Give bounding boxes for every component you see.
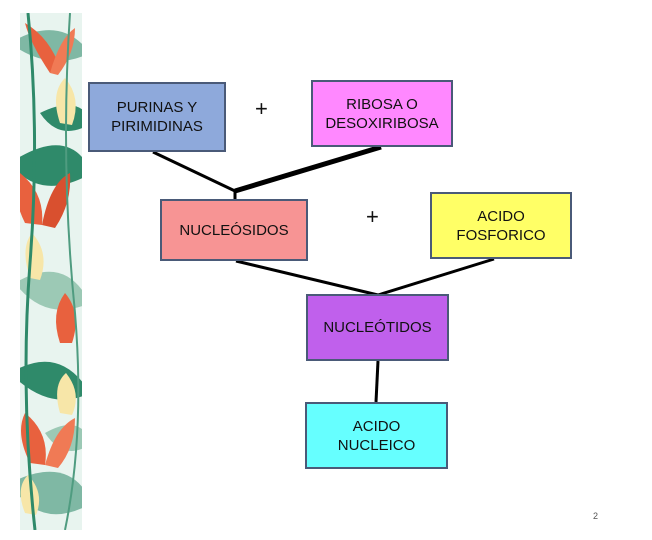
connector-ribosa-to-junction (235, 147, 381, 191)
node-label: PURINAS Y PIRIMIDINAS (111, 98, 203, 136)
node-purinas-pirimidinas: PURINAS Y PIRIMIDINAS (88, 82, 226, 152)
node-acido-nucleico: ACIDO NUCLEICO (305, 402, 448, 469)
connector-nucleotidos-to-acido-nucleico (376, 361, 378, 402)
node-acido-fosforico: ACIDO FOSFORICO (430, 192, 572, 259)
page-number: 2 (593, 511, 598, 521)
connector-nucleosidos-to-nucleotidos (236, 261, 378, 295)
plus-sign-middle: + (366, 206, 379, 228)
node-nucleosidos: NUCLEÓSIDOS (160, 199, 308, 261)
node-label: ACIDO FOSFORICO (456, 207, 545, 245)
node-label: ACIDO NUCLEICO (338, 417, 416, 455)
connector-purinas-to-junction (153, 152, 235, 191)
node-ribosa-desoxiribosa: RIBOSA O DESOXIRIBOSA (311, 80, 453, 147)
node-nucleotidos: NUCLEÓTIDOS (306, 294, 449, 361)
connector-fosforico-to-nucleotidos (378, 259, 494, 295)
node-label: NUCLEÓSIDOS (179, 221, 288, 240)
node-label: NUCLEÓTIDOS (323, 318, 431, 337)
plus-sign-top: + (255, 98, 268, 120)
node-label: RIBOSA O DESOXIRIBOSA (325, 95, 438, 133)
